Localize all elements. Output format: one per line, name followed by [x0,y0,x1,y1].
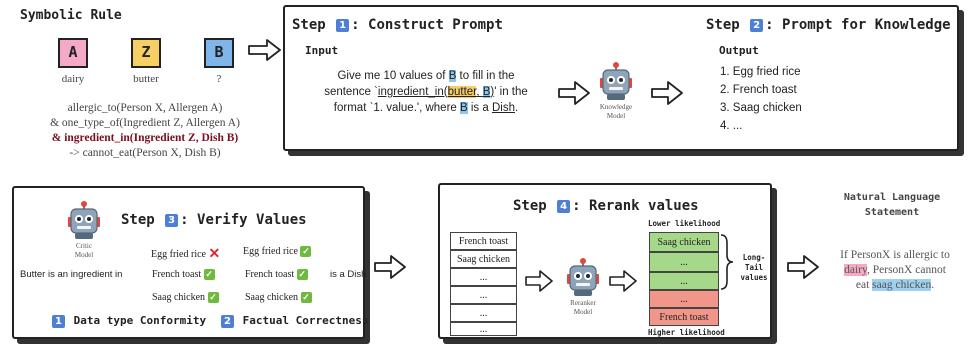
higher-likelihood-label: Higher likelihood [648,328,725,337]
rule-text: allergic_to(Person X, Allergen A) & one_… [0,101,290,161]
check-icon: ✓ [300,292,312,304]
reranker-model-robot-icon [567,258,599,296]
ranked-item-5: French toast [649,308,719,326]
symbol-b-box: B [204,38,234,68]
step3-number-badge: 3 [165,213,179,227]
symbol-a-box: A [58,38,88,68]
arrow-step3-to-step4 [374,255,406,279]
natural-language-statement: If PersonX is allergic to dairy, PersonX… [840,249,950,291]
rerank-input-item-5: ... [450,304,517,322]
arrow-rule-to-step1 [248,39,281,61]
ranked-item-4: ... [649,290,719,308]
output-item-2: 2. French toast [720,84,797,96]
step2-output-list: 1. Egg fried rice 2. French toast 3. Saa… [720,63,802,135]
arrow-prompt-to-model [558,81,590,105]
rerank-input-item-6: ... [450,322,517,336]
ranked-item-3: ... [649,272,719,290]
verify-col1-row1: Egg fried rice ✕ [151,247,221,262]
rerank-input-item-4: ... [450,286,517,304]
symbol-a-caption: dairy [61,73,85,85]
step3-footer-correctness: 2 Factual Correctness [219,314,368,328]
ranked-item-2: ... [649,252,719,272]
arrow-model-to-output [651,81,683,105]
verify-col2-row1: Egg fried rice ✓ [243,246,312,258]
check-icon: ✓ [300,246,312,258]
step2-number-badge: 2 [750,18,764,32]
step3-title: Step 3: Verify Values [121,212,307,228]
rerank-input-item-3: ... [450,268,517,286]
rule-line-1: allergic_to(Person X, Allergen A) [67,102,223,114]
rerank-input-item-1: French toast [450,232,517,250]
arrow-step4-to-statement [787,255,819,279]
symbol-z-box: Z [131,38,161,68]
step3-right-sentence: is a Dish [330,269,367,280]
check-icon: ✓ [296,269,308,281]
rule-line-2: & one_type_of(Ingredient Z, Allergen A) [50,117,240,129]
step1-prompt: Give me 10 values of B to fill in the se… [324,70,528,114]
symbolic-rule-title: Symbolic Rule [20,8,122,23]
footer2-number-badge: 2 [221,314,234,328]
arrow-reranker-to-list [609,270,637,292]
symbol-b-caption: ? [216,73,222,85]
output-item-3: 3. Saag chicken [720,102,802,114]
step1-title: Step 1: Construct Prompt [292,17,503,33]
cross-icon: ✕ [208,247,221,262]
step1-number-badge: 1 [336,18,350,32]
rule-line-4: -> cannot_eat(Person X, Dish B) [69,147,221,159]
verify-col1-row3: Saag chicken ✓ [152,292,219,304]
step2-title: Step 2: Prompt for Knowledge [706,17,951,33]
rule-line-3: & ingredient_in(Ingredient Z, Dish B) [51,132,239,144]
knowledge-model-robot-icon [600,62,632,100]
step4-number-badge: 4 [557,199,571,213]
symbol-z-caption: butter [133,73,159,85]
check-icon: ✓ [203,269,215,281]
rerank-input-item-2: Saag chicken [450,250,517,268]
verify-col1-row2: French toast ✓ [152,269,215,281]
arrow-list-to-reranker [525,270,553,292]
output-item-1: 1. Egg fried rice [720,66,801,78]
step3-footer-conformity: 1 Data type Conformity [50,314,206,328]
verify-col2-row3: Saag chicken ✓ [245,292,312,304]
output-item-4: 4. ... [720,120,743,132]
verify-col2-row2: French toast ✓ [245,269,308,281]
lower-likelihood-label: Lower likelihood [648,219,721,228]
step1-input-label: Input [305,44,339,57]
step2-output-label: Output [719,44,759,57]
critic-model-robot-icon [68,201,100,239]
long-tail-brace [720,234,734,290]
check-icon: ✓ [207,292,219,304]
ranked-item-1: Saag chicken [649,232,719,252]
step3-panel [12,186,365,339]
step3-left-sentence: Butter is an ingredient in [20,269,123,280]
footer1-number-badge: 1 [52,314,65,328]
step4-title: Step 4: Rerank values [513,198,699,214]
